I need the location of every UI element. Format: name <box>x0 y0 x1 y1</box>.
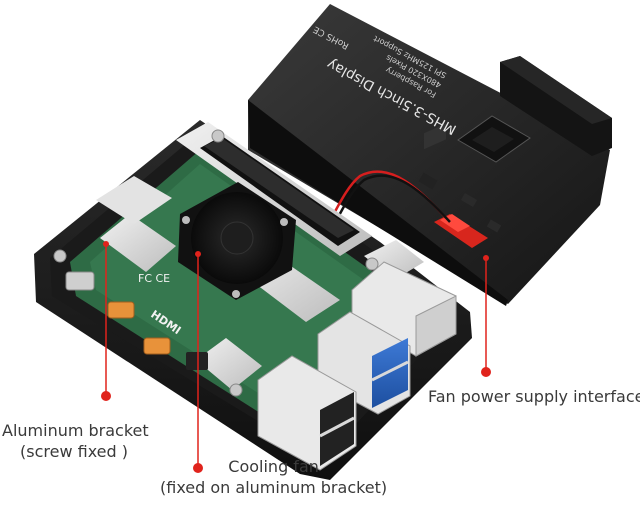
callout-cooling-fan: Cooling fan (fixed on aluminum bracket) <box>160 456 387 498</box>
callout-lines <box>101 241 491 473</box>
callout-dot-fan-top <box>195 251 201 257</box>
callout-dot-bracket-bottom <box>101 391 111 401</box>
callout-dot-fan-bottom <box>193 463 203 473</box>
callout-dot-fan-power-top <box>483 255 489 261</box>
case-screws <box>53 129 379 397</box>
controller-chip <box>457 115 531 163</box>
callout-dot-fan-power-bottom <box>481 367 491 377</box>
gpio-female-header <box>500 56 612 156</box>
callout-dot-bracket-top <box>103 241 109 247</box>
callout-fan-power-title: Fan power supply interface <box>428 387 640 406</box>
side-ports <box>65 271 208 370</box>
callout-aluminum-bracket-title: Aluminum bracket <box>2 421 149 440</box>
lcd-display-board <box>248 4 612 306</box>
usb3-ports <box>317 311 411 415</box>
callout-cooling-fan-title: Cooling fan <box>228 457 319 476</box>
gpio-header <box>200 136 360 246</box>
callout-aluminum-bracket: Aluminum bracket (screw fixed ) <box>2 420 149 462</box>
cooling-fan <box>178 182 296 300</box>
callout-fan-power-interface: Fan power supply interface <box>428 386 640 407</box>
pi-cert-mark: FC CE <box>138 272 170 285</box>
callout-cooling-fan-note: (fixed on aluminum bracket) <box>160 478 388 497</box>
callout-aluminum-bracket-note: (screw fixed ) <box>20 442 128 461</box>
usb2-ports <box>257 355 357 471</box>
